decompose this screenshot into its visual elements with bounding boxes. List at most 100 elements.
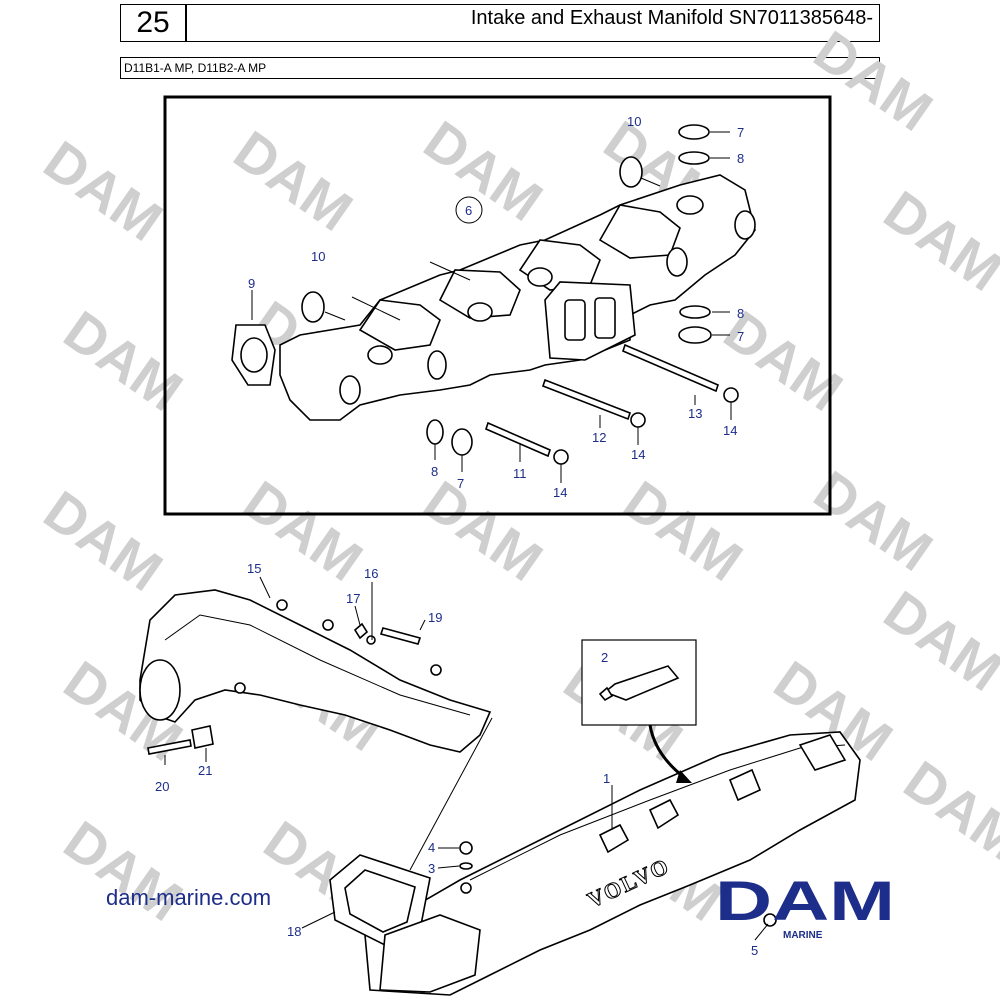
plug	[678, 124, 710, 140]
intake-manifold: VOLVO	[329, 731, 861, 996]
exhaust-manifold	[279, 174, 756, 421]
callout-4: 4	[428, 840, 435, 855]
callout-1: 1	[603, 771, 610, 786]
sealant-tube-nozzle	[598, 686, 614, 702]
intake-manifold-flange	[379, 914, 481, 993]
watermark: DAM	[803, 18, 944, 143]
washer	[366, 635, 376, 645]
screw	[353, 622, 369, 640]
callout-13: 13	[688, 406, 702, 421]
callout-6: 6	[465, 203, 472, 218]
manifold-port-opening	[367, 345, 393, 365]
o-ring	[619, 156, 643, 188]
callout-10: 10	[627, 114, 641, 129]
manifold-rib	[728, 768, 762, 802]
watermark: DAM	[223, 118, 364, 243]
logo-text: DAM	[715, 876, 895, 932]
spacer	[191, 725, 214, 749]
watermark: DAM	[613, 468, 754, 593]
intake-pipe	[139, 589, 492, 755]
sealant-arrow-head	[676, 770, 692, 783]
website-link[interactable]: dam-marine.com	[106, 885, 272, 910]
turbo-flange-port	[594, 297, 616, 339]
callout-leaders-bottom	[164, 576, 769, 941]
watermark: DAM	[33, 478, 174, 603]
callout-3: 3	[428, 861, 435, 876]
nut	[723, 387, 739, 403]
bolt	[379, 627, 422, 645]
dam-marine-logo: DAM MARINE	[715, 876, 895, 941]
pipe-boss	[322, 619, 334, 631]
watermark: DAM	[713, 298, 854, 423]
watermark: DAM	[53, 298, 194, 423]
watermark: DAM	[803, 458, 944, 583]
plug-4	[459, 841, 473, 855]
plug-seat	[460, 882, 472, 894]
manifold-port-opening	[676, 195, 704, 215]
o-ring	[301, 291, 325, 323]
callout-16: 16	[364, 566, 378, 581]
callout-14: 14	[631, 447, 645, 462]
callout-10: 10	[311, 249, 325, 264]
stud	[622, 343, 719, 393]
gasket-opening	[344, 869, 416, 933]
manifold-end-opening	[734, 210, 756, 240]
callout-12: 12	[592, 430, 606, 445]
callout-14: 14	[553, 485, 567, 500]
pipe-boss	[276, 599, 288, 611]
watermark: DAM	[873, 178, 1000, 303]
intake-pipe-body	[139, 589, 492, 753]
callout-21: 21	[198, 763, 212, 778]
callout-8: 8	[737, 306, 744, 321]
intake-pipe-inlet	[139, 659, 181, 721]
stud	[542, 378, 631, 421]
assembly-marker	[455, 196, 483, 224]
callout-8: 8	[431, 464, 438, 479]
exhaust-manifold-hardware	[231, 124, 739, 465]
o-ring	[678, 151, 710, 165]
callout-14: 14	[723, 423, 737, 438]
nut	[630, 412, 646, 428]
callouts-bottom: 15 16 17 19 2 1 20 21 4 3 18 5	[155, 561, 758, 958]
plug	[678, 326, 712, 344]
exhaust-port-flange	[358, 299, 441, 351]
turbo-flange-port	[564, 299, 586, 341]
callout-18: 18	[287, 924, 301, 939]
watermark: DAM	[33, 128, 174, 253]
callout-19: 19	[428, 610, 442, 625]
callout-leaders-top	[251, 131, 732, 483]
manifold-end-opening	[666, 247, 688, 277]
sealant-inset	[581, 639, 697, 783]
bolt	[147, 739, 192, 755]
pipe-boss	[430, 664, 442, 676]
manifold-rib	[598, 823, 630, 854]
sealant-tube	[603, 665, 680, 701]
callout-8: 8	[737, 151, 744, 166]
plug-5	[763, 913, 777, 927]
gasket-opening	[240, 337, 268, 373]
watermark: DAM	[873, 578, 1000, 703]
callout-9: 9	[248, 276, 255, 291]
page-number: 25	[120, 4, 186, 42]
engine-models: D11B1-A MP, D11B2-A MP	[120, 57, 880, 79]
page-title: Intake and Exhaust Manifold SN7011385648…	[186, 4, 880, 42]
manifold-end-opening	[339, 375, 361, 405]
callout-7: 7	[457, 476, 464, 491]
callout-20: 20	[155, 779, 169, 794]
watermark: DAM	[413, 108, 554, 233]
callout-7: 7	[737, 125, 744, 140]
callout-11: 11	[513, 466, 527, 481]
o-ring	[679, 305, 711, 319]
turbo-mounting-flange	[544, 281, 636, 361]
callout-2: 2	[601, 650, 608, 665]
callout-15: 15	[247, 561, 261, 576]
manifold-port-opening	[527, 267, 553, 287]
logo-subtext: MARINE	[783, 930, 823, 941]
nut	[553, 449, 569, 465]
manifold-rib	[798, 734, 847, 771]
manifold-port-opening	[467, 302, 493, 322]
exhaust-port-flange	[598, 204, 681, 259]
callout-7: 7	[737, 329, 744, 344]
callouts-top: 10 7 8 6 10 9 8 7 13 14 12 14 8 7 11 14	[248, 114, 744, 500]
